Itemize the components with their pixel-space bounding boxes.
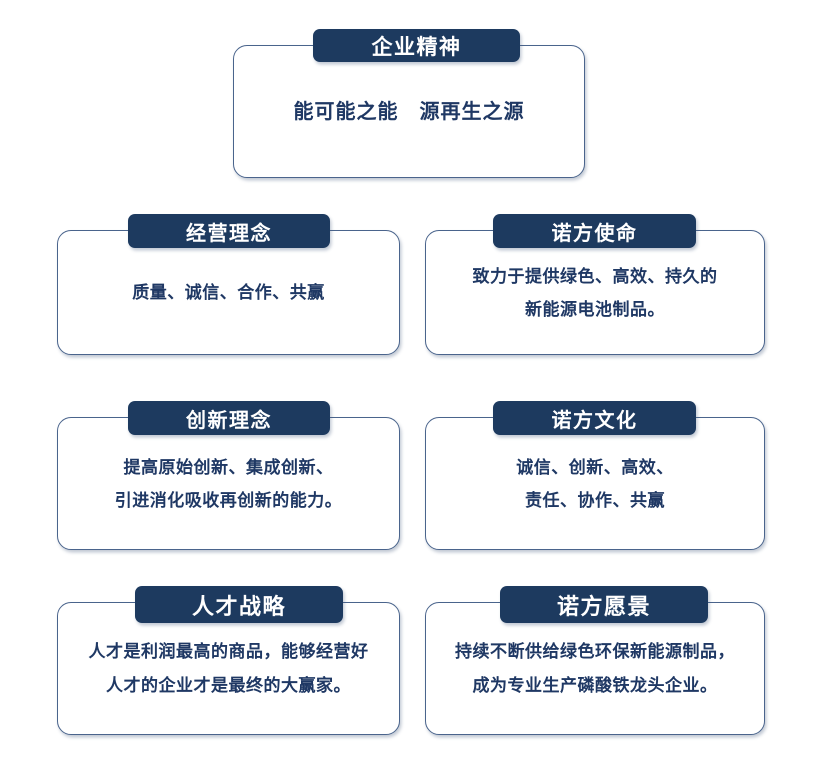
card-title-company-culture: 诺方文化 [493,401,696,435]
card-title-company-vision: 诺方愿景 [500,586,708,623]
card-title-innovation-concept: 创新理念 [128,401,330,435]
card-body-business-philosophy [57,230,400,355]
card-title-talent-strategy: 人才战略 [135,586,343,623]
card-business-philosophy: 经营理念 质量、诚信、合作、共赢 [57,214,400,355]
card-company-culture: 诺方文化 诚信、创新、高效、 责任、协作、共赢 [425,401,765,550]
card-title-company-mission: 诺方使命 [493,214,696,248]
card-body-innovation-concept [57,417,400,550]
card-enterprise-spirit: 企业精神 能可能之能 源再生之源 [233,29,585,178]
card-innovation-concept: 创新理念 提高原始创新、集成创新、 引进消化吸收再创新的能力。 [57,401,400,550]
card-body-company-mission [425,230,765,355]
card-company-vision: 诺方愿景 持续不断供给绿色环保新能源制品， 成为专业生产磷酸铁龙头企业。 [425,586,765,735]
card-talent-strategy: 人才战略 人才是利润最高的商品，能够经营好 人才的企业才是最终的大赢家。 [57,586,400,735]
card-title-enterprise-spirit: 企业精神 [313,29,520,62]
card-body-company-vision [425,602,765,735]
card-body-enterprise-spirit [233,45,585,178]
card-company-mission: 诺方使命 致力于提供绿色、高效、持久的 新能源电池制品。 [425,214,765,355]
card-body-company-culture [425,417,765,550]
card-title-business-philosophy: 经营理念 [128,214,330,248]
